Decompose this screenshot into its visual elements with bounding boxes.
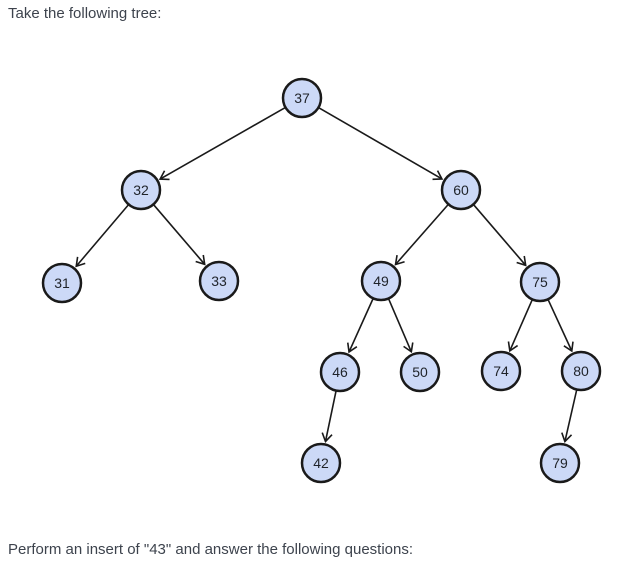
question-intro-text: Take the following tree: (8, 5, 162, 22)
tree-node-75: 75 (519, 261, 561, 303)
tree-node-value: 80 (573, 363, 589, 379)
tree-node-circle (519, 261, 561, 303)
tree-node-value: 31 (54, 275, 70, 291)
tree-edge-32-33 (153, 204, 206, 266)
tree-node-31: 31 (41, 262, 83, 304)
question-instruction-text: Perform an insert of "43" and answer the… (8, 541, 414, 558)
tree-node-value: 74 (493, 363, 509, 379)
tree-edge-49-50 (388, 299, 414, 354)
tree-node-circle (281, 77, 323, 119)
tree-edge-46-42 (321, 391, 337, 443)
tree-node-value: 42 (313, 455, 329, 471)
tree-edge-37-32 (158, 107, 286, 181)
tree-node-32: 32 (120, 169, 162, 211)
tree-node-74: 74 (480, 350, 522, 392)
tree-edge-37-60 (318, 107, 444, 181)
tree-node-value: 32 (133, 182, 149, 198)
tree-node-circle (360, 260, 402, 302)
tree-node-46: 46 (319, 351, 361, 393)
tree-node-50: 50 (399, 351, 441, 393)
tree-node-value: 60 (453, 182, 469, 198)
tree-node-80: 80 (560, 350, 602, 392)
tree-edge-60-49 (394, 204, 449, 266)
tree-node-value: 46 (332, 364, 348, 380)
tree-edge-75-74 (507, 299, 533, 353)
tree-node-value: 37 (294, 90, 310, 106)
tree-node-circle (319, 351, 361, 393)
tree-node-circle (560, 350, 602, 392)
tree-node-42: 42 (300, 442, 342, 484)
tree-edge-60-75 (473, 204, 527, 267)
tree-node-circle (300, 442, 342, 484)
tree-node-circle (480, 350, 522, 392)
tree-node-circle (440, 169, 482, 211)
tree-node-33: 33 (198, 260, 240, 302)
tree-edge-32-31 (75, 204, 129, 268)
tree-node-circle (198, 260, 240, 302)
tree-node-value: 50 (412, 364, 428, 380)
tree-node-value: 33 (211, 273, 227, 289)
tree-node-circle (399, 351, 441, 393)
tree-node-49: 49 (360, 260, 402, 302)
tree-node-circle (120, 169, 162, 211)
tree-node-value: 75 (532, 274, 548, 290)
tree-edge-49-46 (346, 298, 374, 354)
tree-node-60: 60 (440, 169, 482, 211)
tree-edge-75-80 (547, 299, 574, 353)
tree-node-37: 37 (281, 77, 323, 119)
tree-edge-80-79 (561, 390, 578, 444)
tree-node-value: 79 (552, 455, 568, 471)
tree-node-79: 79 (539, 442, 581, 484)
tree-node-circle (41, 262, 83, 304)
tree-node-value: 49 (373, 273, 389, 289)
tree-node-circle (539, 442, 581, 484)
